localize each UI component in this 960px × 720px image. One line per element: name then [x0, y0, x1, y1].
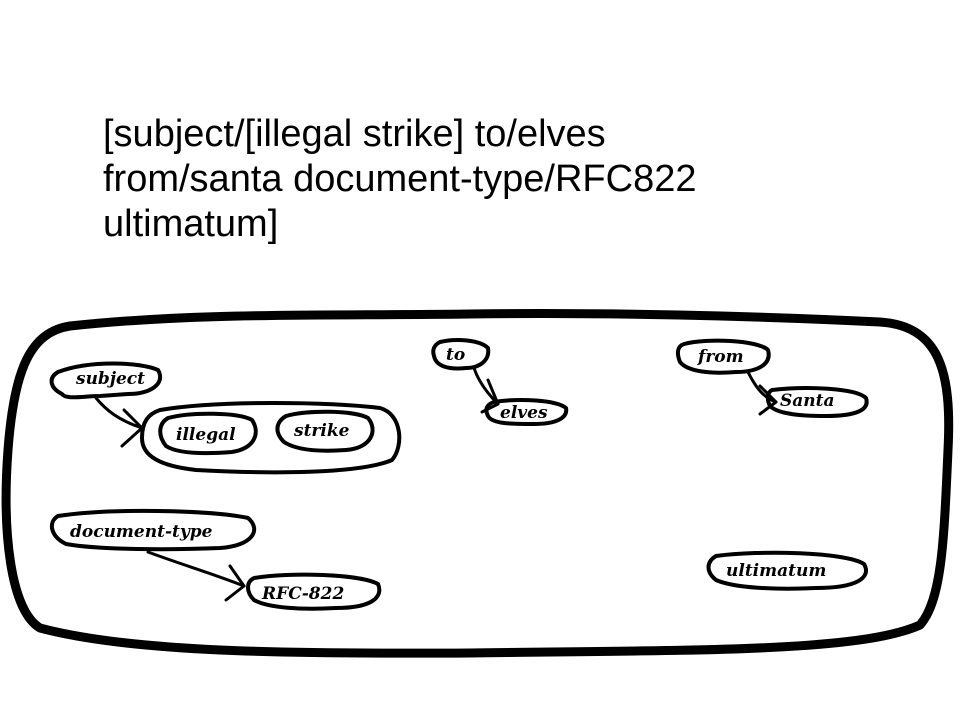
arrowhead-document-type — [224, 564, 246, 602]
arrowhead-from — [758, 384, 778, 416]
node-rfc822: RFC-822 — [246, 572, 382, 611]
node-subject: subject — [49, 361, 162, 400]
label-elves: elves — [500, 403, 548, 423]
heading-line-1: [subject/[illegal strike] to/elves — [103, 113, 606, 155]
label-subject: subject — [75, 369, 145, 389]
outer-boundary — [1, 308, 954, 658]
heading-text: [subject/[illegal strike] to/elves from/… — [103, 112, 903, 247]
label-santa: Santa — [780, 391, 835, 411]
label-to: to — [446, 345, 465, 365]
arrow-document-type-rfc822 — [146, 550, 246, 588]
group-illegal-strike: illegal strike — [140, 401, 402, 475]
label-ultimatum: ultimatum — [726, 561, 826, 581]
node-elves: elves — [484, 398, 569, 426]
node-to: to — [431, 338, 491, 371]
node-santa: Santa — [765, 386, 869, 418]
label-document-type: document-type — [70, 522, 213, 542]
heading-line-2: from/santa document-type/RFC822 — [103, 158, 697, 200]
node-ultimatum: ultimatum — [706, 550, 868, 591]
label-rfc822: RFC-822 — [261, 584, 344, 604]
node-document-type: document-type — [49, 508, 257, 552]
label-strike: strike — [293, 421, 350, 441]
arrow-subject-to-group — [94, 396, 144, 430]
label-from: from — [697, 347, 744, 367]
label-illegal: illegal — [176, 425, 236, 445]
heading-line-3: ultimatum] — [103, 203, 279, 245]
node-from: from — [675, 338, 771, 375]
